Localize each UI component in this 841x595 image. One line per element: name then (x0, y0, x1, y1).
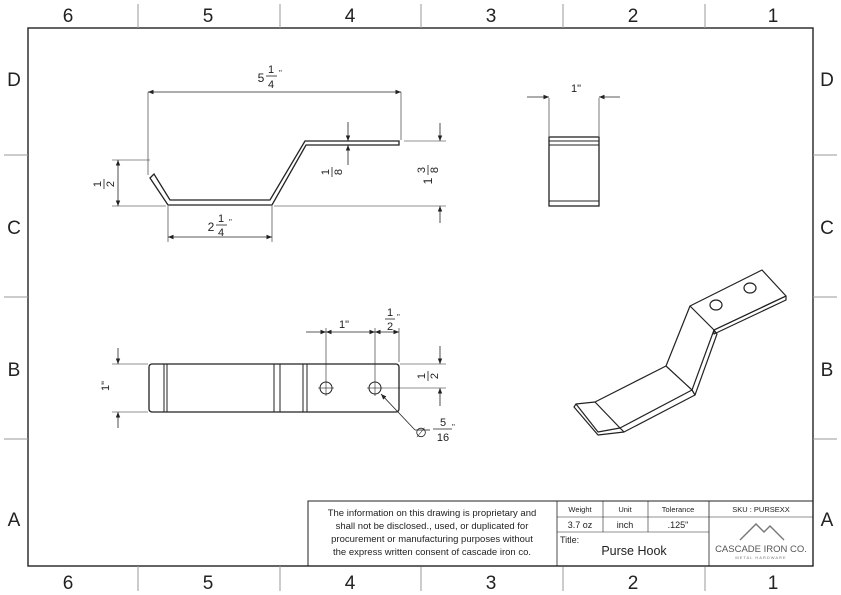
title-block: The information on this drawing is propr… (307, 500, 814, 567)
dim-hole-offset-num: 1 (387, 307, 393, 319)
zone-col-label: 2 (628, 573, 639, 594)
zone-col-label: 5 (203, 573, 214, 594)
dim-strip-width: 1" (100, 381, 112, 391)
weight-label: Weight (568, 505, 592, 514)
dim-lip: 1 2 (92, 179, 117, 189)
zone-row-label: C (820, 218, 834, 239)
dim-hole-center-den: 2 (429, 373, 441, 379)
dim-height-whole: 1 (421, 177, 435, 184)
unit-label: Unit (618, 505, 632, 514)
svg-text:": " (452, 423, 455, 432)
zone-row-label: D (7, 70, 21, 91)
notice-line: the express written consent of cascade i… (333, 547, 531, 558)
zone-row-label: B (8, 360, 21, 381)
zone-col-label: 3 (486, 573, 497, 594)
zone-col-label: 6 (63, 6, 74, 27)
proprietary-notice: The information on this drawing is propr… (328, 508, 537, 558)
zone-row-label: D (820, 70, 834, 91)
zone-col-label: 6 (63, 573, 74, 594)
svg-text:": " (229, 218, 232, 227)
zone-row-label: A (8, 510, 21, 531)
notice-line: The information on this drawing is propr… (328, 508, 537, 519)
zone-row-label: A (821, 510, 834, 531)
dim-hole-center: 1 2 (416, 371, 441, 381)
company-logo: CASCADE IRON CO. METAL HARDWARE (715, 523, 807, 560)
dim-length-whole: 5 (258, 71, 265, 85)
zone-col-label: 1 (768, 573, 779, 594)
dim-thickness: 1 8 (320, 167, 345, 177)
tolerance-value: .125" (668, 520, 689, 530)
mount-hole (318, 380, 334, 396)
sheet-frame (4, 4, 837, 591)
zone-col-label: 2 (628, 6, 639, 27)
dim-hole-center-num: 1 (416, 373, 428, 379)
zone-col-label: 4 (345, 573, 356, 594)
svg-text:": " (397, 313, 400, 322)
dim-hole-dia-num: 5 (440, 417, 446, 429)
svg-text:": " (279, 69, 282, 78)
weight-value: 3.7 oz (568, 520, 593, 530)
zone-col-label: 3 (486, 6, 497, 27)
dim-hole-dia-den: 16 (437, 432, 449, 444)
sku-label: SKU : PURSEXX (732, 505, 790, 514)
dim-hole-dia-symbol: ∅ (415, 425, 426, 440)
dim-height-num: 3 (416, 167, 428, 173)
dim-flange-width: 1" (571, 83, 581, 95)
zone-columns-bottom: 6 5 4 3 2 1 (63, 573, 779, 594)
mount-hole (367, 380, 383, 396)
dim-lip-den: 2 (105, 181, 117, 187)
dim-length-den: 4 (268, 79, 274, 91)
company-tagline: METAL HARDWARE (735, 555, 786, 560)
top-view: 1" 1 2 " 1" 1 2 ∅ 5 16 " (100, 307, 455, 444)
drawing-title: Purse Hook (601, 544, 667, 558)
zone-col-label: 4 (345, 6, 356, 27)
zone-col-label: 1 (768, 6, 779, 27)
dim-base-whole: 2 (208, 220, 215, 234)
dim-hole-offset-den: 2 (387, 321, 393, 333)
notice-line: shall not be disclosed., used, or duplic… (336, 521, 529, 532)
dim-hole-spacing: 1" (339, 319, 349, 331)
zone-columns-top: 6 5 4 3 2 1 (63, 6, 779, 27)
tolerance-label: Tolerance (662, 505, 695, 514)
title-label: Title: (560, 535, 579, 545)
company-name: CASCADE IRON CO. (715, 544, 807, 555)
dim-base-den: 4 (218, 227, 224, 239)
unit-value: inch (617, 520, 634, 530)
zone-row-label: B (821, 360, 834, 381)
dim-thick-num: 1 (320, 169, 332, 175)
dim-lip-num: 1 (92, 181, 104, 187)
dim-thick-den: 8 (333, 169, 345, 175)
mountain-icon (739, 523, 785, 541)
zone-rows-right: D C B A (820, 70, 834, 531)
zone-row-label: C (7, 218, 21, 239)
zone-col-label: 5 (203, 6, 214, 27)
notice-line: procurement or manufacturing purposes wi… (331, 534, 533, 545)
dim-length-num: 1 (268, 64, 274, 76)
dim-height: 1 3 8 (416, 165, 441, 184)
zone-rows-left: D C B A (7, 70, 21, 531)
end-view: 1" (527, 83, 620, 207)
dim-height-den: 8 (429, 167, 441, 173)
dim-base-num: 1 (218, 213, 224, 225)
front-view: 5 1 4 " 1 2 1 8 1 3 8 (92, 64, 446, 242)
isometric-view (573, 269, 787, 436)
